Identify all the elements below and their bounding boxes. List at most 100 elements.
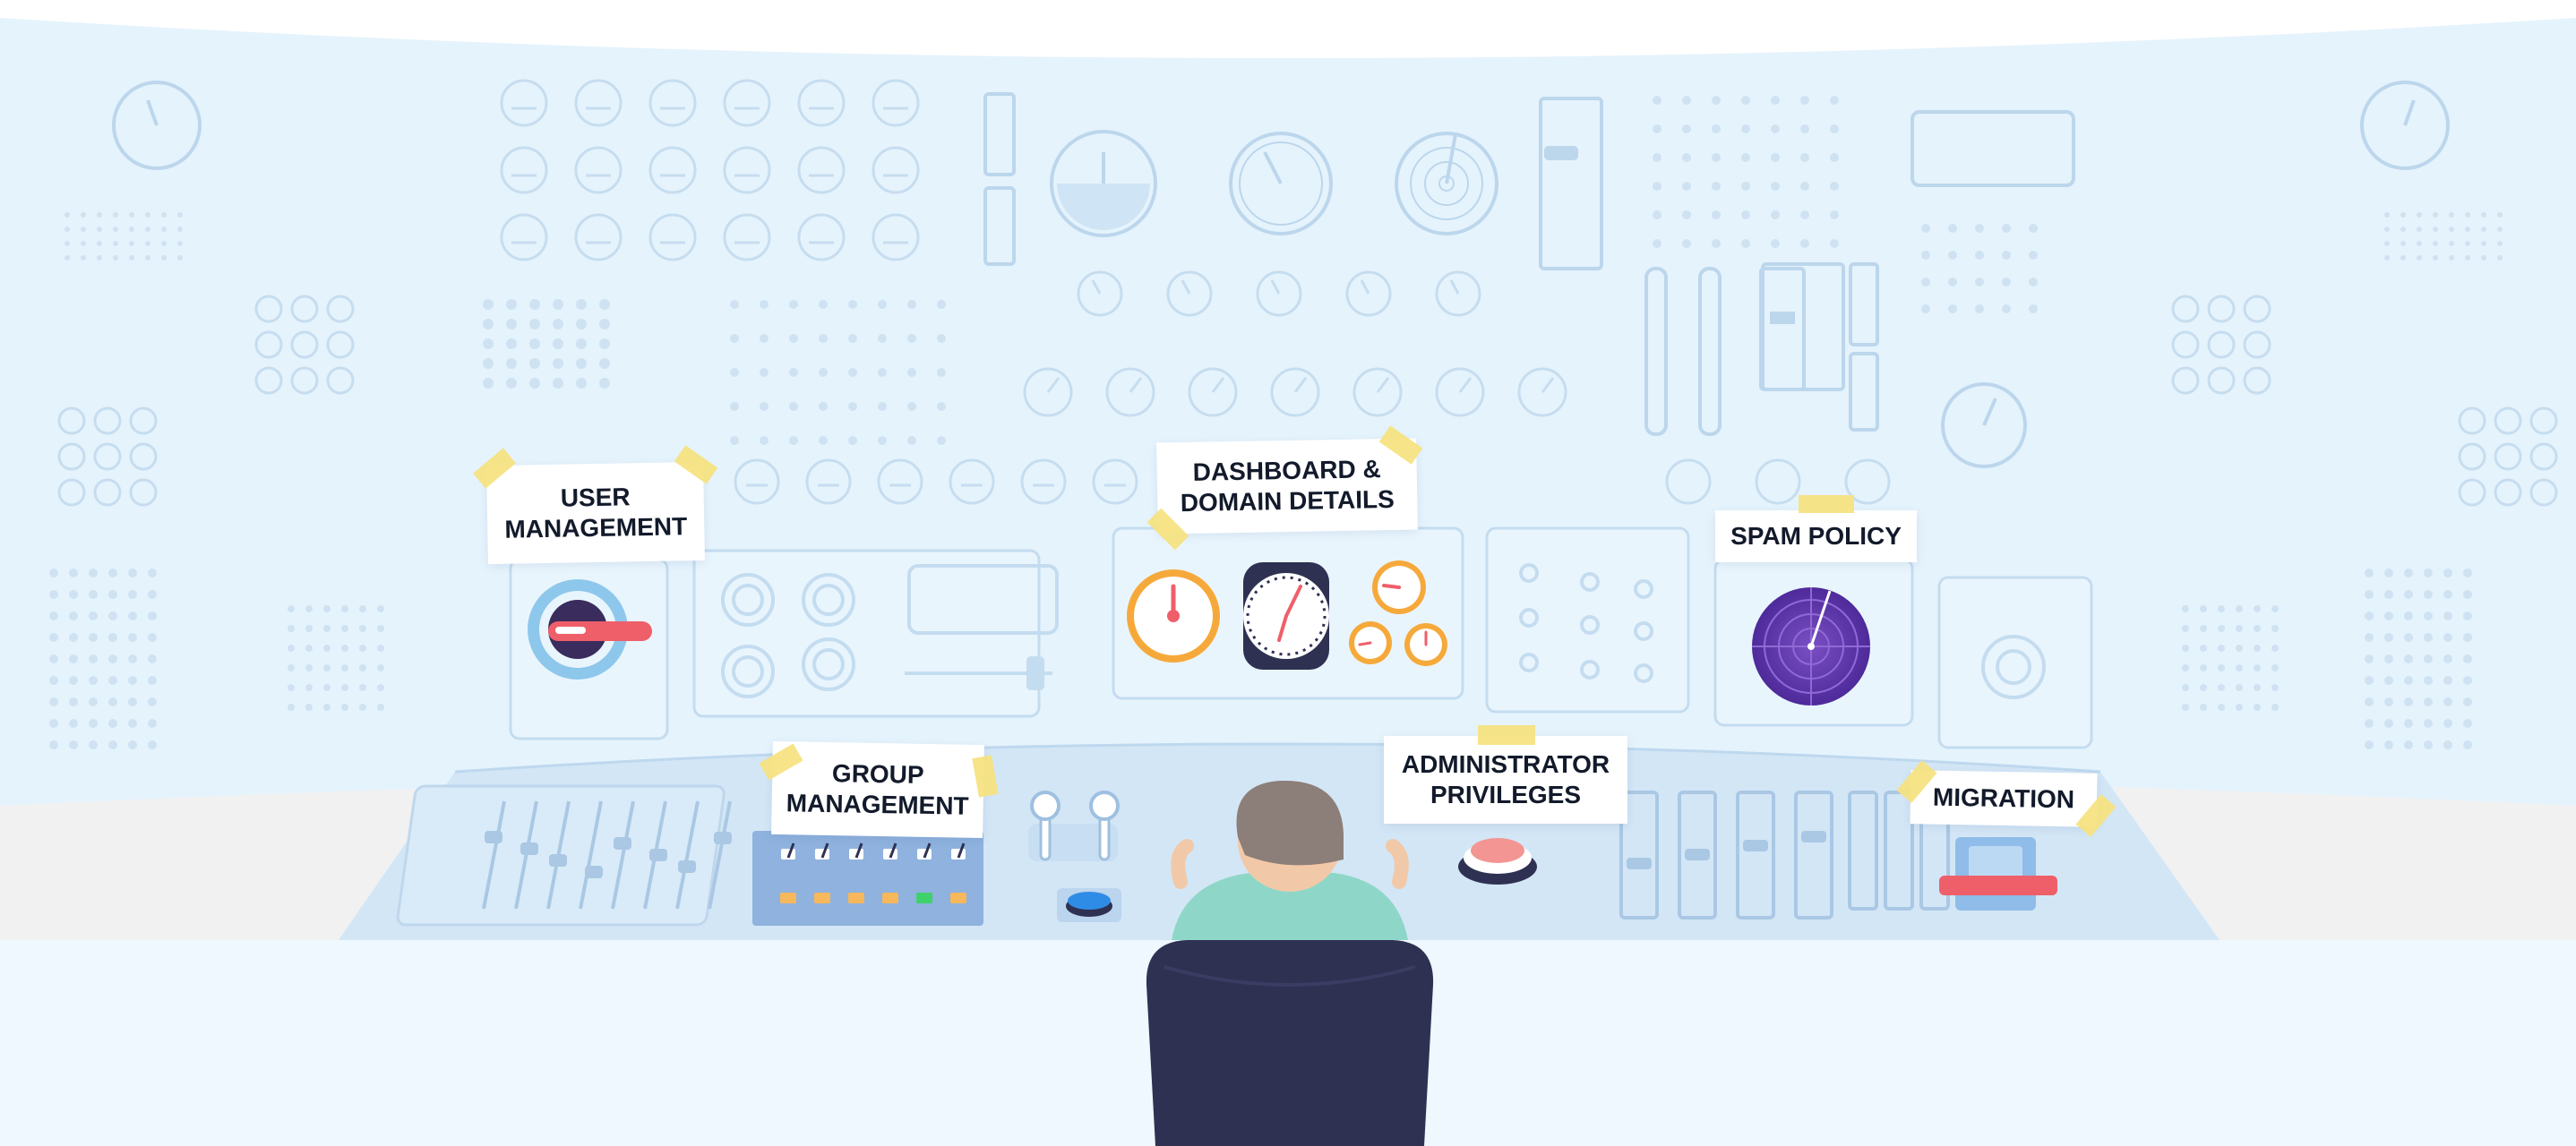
- spam-policy-radar: [1752, 587, 1870, 706]
- wall-gauge: [129, 478, 158, 507]
- spam-policy-tape: [1799, 495, 1854, 513]
- wall-gauge: [2458, 442, 2486, 471]
- user-management-dial: [528, 579, 652, 680]
- user-management-label[interactable]: USER MANAGEMENT: [486, 461, 705, 565]
- wall-gauge: [723, 213, 771, 261]
- wall-gauge: [1270, 367, 1320, 417]
- wall-gauge: [93, 478, 122, 507]
- administrator-tape: [1478, 725, 1535, 745]
- migration-label[interactable]: MIGRATION: [1910, 770, 2098, 827]
- wall-gauge: [1352, 367, 1403, 417]
- wall-gauge: [2207, 295, 2236, 323]
- wall-gauge: [872, 146, 920, 194]
- wall-gauge: [1755, 458, 1801, 505]
- wall-gauge: [500, 213, 548, 261]
- wall-gauge: [326, 330, 355, 359]
- wall-gauge: [723, 79, 771, 127]
- wall-gauge: [1665, 458, 1712, 505]
- wall-gauge: [877, 458, 923, 505]
- wall-gauge: [574, 213, 623, 261]
- wall-gauge: [1435, 270, 1481, 317]
- wall-instruments: [112, 81, 2450, 468]
- wall-gauge: [797, 79, 846, 127]
- wall-gauge: [1435, 367, 1485, 417]
- wall-gauge: [2171, 295, 2200, 323]
- wall-gauge: [1256, 270, 1302, 317]
- upper-panel-details: [721, 563, 2046, 699]
- wall-gauge: [1092, 458, 1138, 505]
- group-management-switch-panel: [752, 831, 983, 926]
- wall-gauge: [57, 442, 86, 471]
- wall-gauge: [290, 330, 319, 359]
- group-management-label[interactable]: GROUP MANAGEMENT: [771, 740, 984, 839]
- wall-gauge: [326, 366, 355, 395]
- wall-gauge: [723, 146, 771, 194]
- wall-gauge: [2243, 330, 2271, 359]
- wall-gauge: [57, 478, 86, 507]
- wall-gauge: [1020, 458, 1067, 505]
- wall-gauge: [949, 458, 995, 505]
- wall-gauge: [2529, 478, 2558, 507]
- wall-gauge: [797, 213, 846, 261]
- wall-gauge: [2529, 442, 2558, 471]
- wall-gauge: [2494, 442, 2522, 471]
- dashboard-gauges: [1127, 560, 1447, 670]
- wall-indicator-dots: [49, 96, 2503, 749]
- wall-gauge: [734, 458, 780, 505]
- wall-gauge: [1517, 367, 1567, 417]
- wall-gauge: [2171, 330, 2200, 359]
- wall-gauge: [2243, 295, 2271, 323]
- wall-gauge: [500, 146, 548, 194]
- wall-gauge: [2458, 478, 2486, 507]
- migration-lever: [1939, 837, 2057, 911]
- wall-gauge: [797, 146, 846, 194]
- group-management-line-1: GROUP: [831, 759, 924, 789]
- wall-gauge: [1188, 367, 1238, 417]
- wall-gauge: [2529, 406, 2558, 435]
- wall-gauge: [500, 79, 548, 127]
- wall-gauge: [1345, 270, 1392, 317]
- wall-gauge: [129, 406, 158, 435]
- wall-gauge: [290, 295, 319, 323]
- wall-gauge: [648, 213, 697, 261]
- administrator-line-1: ADMINISTRATOR: [1401, 750, 1610, 778]
- wall-gauge: [872, 79, 920, 127]
- wall-gauge: [2207, 366, 2236, 395]
- dashboard-domain-details-label[interactable]: DASHBOARD & DOMAIN DETAILS: [1156, 438, 1418, 535]
- wall-gauge: [1077, 270, 1123, 317]
- wall-gauge: [1844, 458, 1891, 505]
- wall-gauge: [2171, 366, 2200, 395]
- dashboard-line-2: DOMAIN DETAILS: [1180, 484, 1395, 517]
- wall-gauge-array: [57, 79, 2558, 507]
- wall-gauge: [2243, 366, 2271, 395]
- wall-gauge: [1166, 270, 1213, 317]
- administrator-red-button: [1458, 838, 1537, 885]
- administrator-line-2: PRIVILEGES: [1430, 781, 1582, 808]
- wall-gauge: [1105, 367, 1155, 417]
- group-management-line-2: MANAGEMENT: [786, 789, 969, 820]
- wall-gauge: [574, 79, 623, 127]
- wall-gauge: [805, 458, 852, 505]
- wall-gauge: [2494, 478, 2522, 507]
- wall-gauge: [290, 366, 319, 395]
- wall-gauge: [1023, 367, 1073, 417]
- wall-gauge: [2494, 406, 2522, 435]
- operator-chair: [1146, 940, 1434, 1146]
- wall-gauge: [2207, 330, 2236, 359]
- operator-figure: [1171, 780, 1409, 940]
- wall-gauge: [57, 406, 86, 435]
- wall-gauge: [648, 146, 697, 194]
- wall-gauge: [93, 442, 122, 471]
- wall-gauge: [254, 295, 283, 323]
- spam-policy-line-1: SPAM POLICY: [1730, 522, 1902, 550]
- administrator-privileges-label[interactable]: ADMINISTRATOR PRIVILEGES: [1384, 736, 1627, 824]
- wall-gauge: [93, 406, 122, 435]
- user-management-line-2: MANAGEMENT: [504, 512, 688, 543]
- migration-line-1: MIGRATION: [1932, 783, 2075, 814]
- spam-policy-label[interactable]: SPAM POLICY: [1715, 510, 1917, 562]
- wall-gauge: [254, 330, 283, 359]
- wall-gauge: [872, 213, 920, 261]
- dashboard-line-1: DASHBOARD &: [1192, 455, 1381, 486]
